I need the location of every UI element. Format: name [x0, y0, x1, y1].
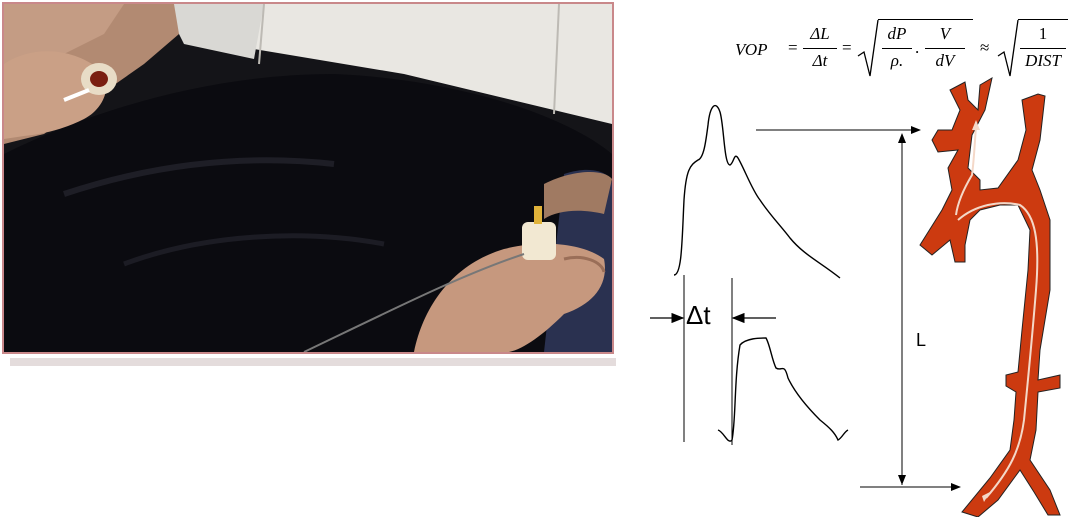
aorta-shape — [920, 78, 1060, 517]
length-label: L — [916, 330, 926, 351]
femoral-pulse-wave — [718, 338, 848, 441]
patient-photo — [2, 2, 614, 354]
delta-t-label: Δt — [686, 300, 711, 331]
carotid-pulse-wave — [674, 106, 840, 278]
pulse-wave-diagram: VOP = ΔL Δt = dP ρ. . V dV ≈ 1 DIST — [620, 0, 1071, 517]
femoral-sensor — [522, 222, 556, 260]
diagram-drawing — [620, 0, 1071, 517]
patient-photo-illustration — [4, 4, 612, 352]
photo-shadow — [10, 358, 616, 366]
